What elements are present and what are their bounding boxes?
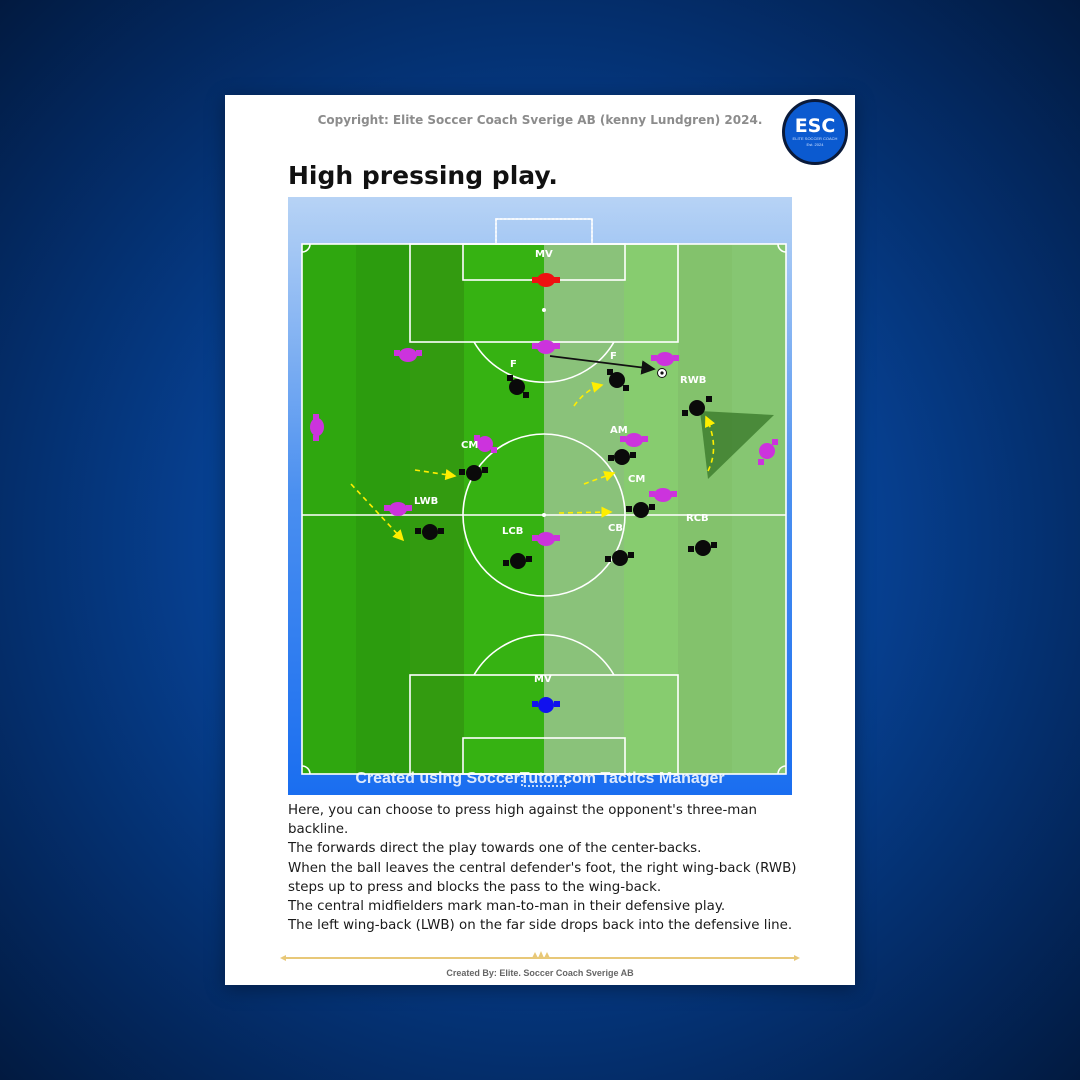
movement-arrows bbox=[350, 381, 716, 542]
logo-est: Est. 2024 bbox=[806, 142, 824, 147]
player-cm-left bbox=[459, 465, 488, 481]
label-lwb: LWB bbox=[414, 496, 438, 507]
pass-arrow bbox=[549, 355, 656, 375]
opponent-player bbox=[394, 348, 422, 362]
penalty-spot-top bbox=[542, 308, 546, 312]
goal-bottom bbox=[521, 773, 567, 787]
player-f-left bbox=[507, 375, 529, 398]
tactics-diagram: MV F F RWB AM CM CM LWB LCB CB RCB MV Cr… bbox=[288, 197, 792, 795]
opponent-player bbox=[758, 439, 778, 465]
description-line: steps up to press and blocks the pass to… bbox=[288, 879, 662, 895]
label-cm-right: CM bbox=[628, 474, 645, 485]
player-cm-right bbox=[626, 502, 655, 518]
forward-press-arrow bbox=[573, 381, 604, 407]
rwb-press-arrow bbox=[704, 415, 716, 472]
copyright-text: Copyright: Elite Soccer Coach Sverige AB… bbox=[317, 113, 763, 127]
page-title: High pressing play. bbox=[288, 161, 558, 190]
player-rwb bbox=[682, 396, 712, 416]
player-lwb bbox=[415, 524, 444, 540]
label-mv-top: MV bbox=[535, 249, 553, 260]
player-rcb bbox=[688, 540, 717, 556]
player-keeper bbox=[532, 697, 560, 713]
opponent-player bbox=[310, 414, 324, 441]
opponent-player bbox=[384, 502, 412, 516]
player-cb bbox=[605, 550, 634, 566]
description-line: The central midfielders mark man-to-man … bbox=[288, 899, 726, 915]
esc-logo: ESC ELITE SOCCER COACH Est. 2024 bbox=[782, 99, 848, 165]
created-by-text: Created By: Elite. Soccer Coach Sverige … bbox=[446, 968, 634, 978]
opponent-player bbox=[532, 340, 560, 354]
description-line: When the ball leaves the central defende… bbox=[288, 860, 797, 876]
position-labels: MV F F RWB AM CM CM LWB LCB CB RCB MV bbox=[414, 249, 709, 685]
blocked-passing-lane bbox=[700, 411, 774, 479]
ball-icon bbox=[657, 368, 667, 378]
label-rcb: RCB bbox=[686, 513, 709, 524]
logo-text: ESC bbox=[794, 115, 836, 137]
description-line: Here, you can choose to press high again… bbox=[288, 803, 758, 818]
logo-subtitle: ELITE SOCCER COACH bbox=[792, 136, 838, 141]
label-am: AM bbox=[610, 425, 628, 436]
lwb-drop-arrow bbox=[350, 483, 405, 542]
pitch-stripes bbox=[302, 244, 786, 774]
opponent-player bbox=[649, 488, 677, 502]
label-f-right: F bbox=[610, 351, 617, 362]
coaching-page: Copyright: Elite Soccer Coach Sverige AB… bbox=[225, 95, 855, 985]
label-lcb: LCB bbox=[502, 526, 523, 537]
label-mv-bottom: MV bbox=[534, 674, 552, 685]
pressing-team-players bbox=[415, 369, 717, 713]
player-f-right bbox=[607, 369, 629, 391]
label-rwb: RWB bbox=[680, 375, 706, 386]
cm-left-arrow bbox=[414, 469, 457, 481]
pitch-svg: MV F F RWB AM CM CM LWB LCB CB RCB MV Cr… bbox=[288, 197, 792, 795]
opponent-player bbox=[474, 435, 497, 453]
opponent-players bbox=[310, 273, 778, 546]
description-line: The forwards direct the play towards one… bbox=[288, 841, 702, 857]
opponent-player bbox=[532, 532, 560, 546]
label-cm-left: CM bbox=[461, 440, 478, 451]
label-cb: CB bbox=[608, 523, 623, 534]
description-line: backline. bbox=[288, 822, 349, 838]
watermark-text: Created using SoccerTutor.com Tactics Ma… bbox=[355, 770, 724, 787]
ornament-divider bbox=[280, 951, 800, 961]
player-lcb bbox=[503, 553, 532, 569]
description-text: Here, you can choose to press high again… bbox=[288, 801, 808, 935]
description-line: The left wing-back (LWB) on the far side… bbox=[288, 918, 793, 934]
opponent-player bbox=[620, 433, 648, 447]
goal-top bbox=[495, 218, 593, 245]
center-spot bbox=[542, 513, 546, 517]
opponent-keeper bbox=[532, 273, 560, 287]
player-am bbox=[608, 449, 636, 465]
opponent-player bbox=[651, 352, 679, 366]
label-f-left: F bbox=[510, 359, 517, 370]
